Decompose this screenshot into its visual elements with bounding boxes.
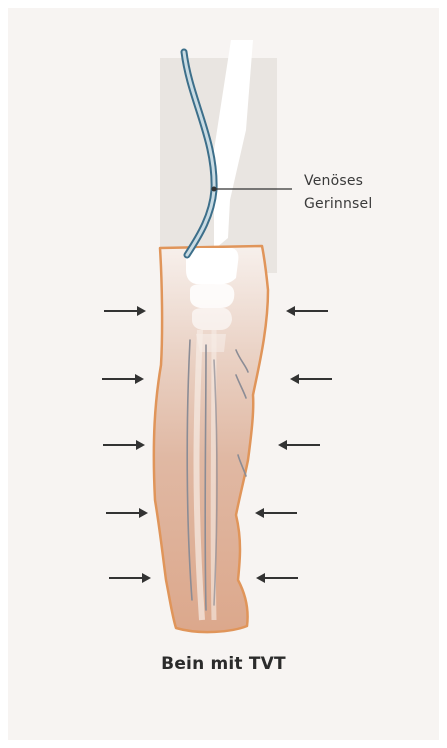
- right-arrow: [256, 573, 298, 583]
- left-arrow: [104, 306, 146, 316]
- right-arrow: [255, 508, 297, 518]
- left-arrow: [106, 508, 148, 518]
- left-arrow: [109, 573, 151, 583]
- diagram-caption: Bein mit TVT: [0, 654, 447, 674]
- clot-label-line-1: Venöses: [304, 170, 372, 193]
- right-arrow: [290, 374, 332, 384]
- right-arrow: [278, 440, 320, 450]
- clot-label: Venöses Gerinnsel: [304, 170, 372, 216]
- right-arrow: [286, 306, 328, 316]
- left-arrow: [103, 440, 145, 450]
- knee-joint-lower: [192, 308, 232, 330]
- left-pressure-arrows: [102, 306, 151, 583]
- knee-joint-upper: [190, 284, 234, 308]
- knee-cap: [186, 248, 239, 284]
- clot-label-line-2: Gerinnsel: [304, 193, 372, 216]
- left-arrow: [102, 374, 144, 384]
- right-pressure-arrows: [255, 306, 332, 583]
